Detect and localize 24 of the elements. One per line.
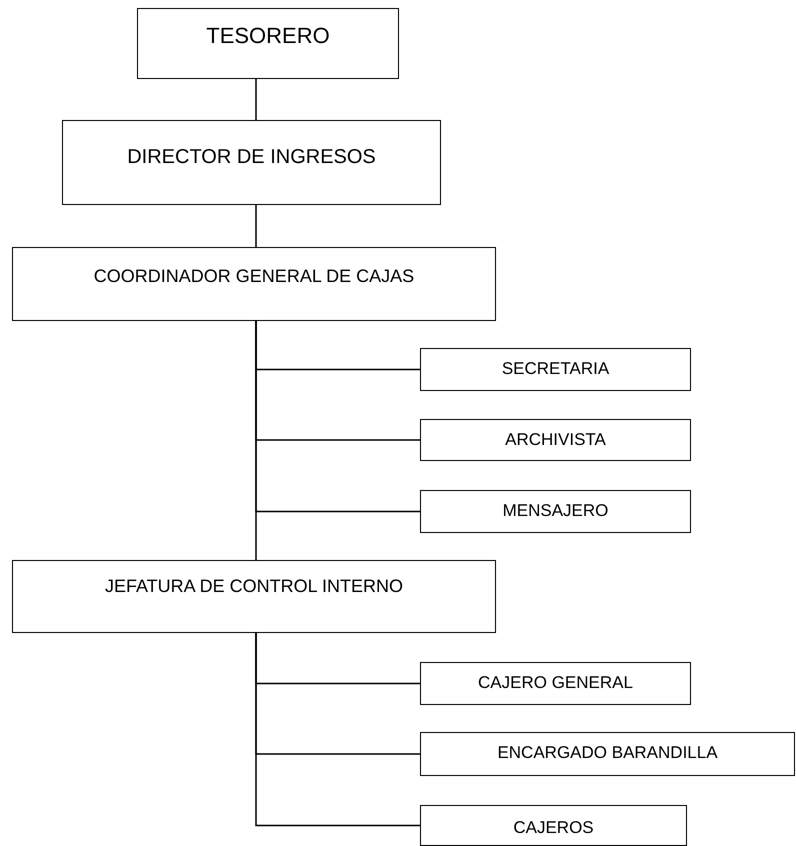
org-box bbox=[420, 805, 687, 846]
role-label: JEFATURA DE CONTROL INTERNO bbox=[104, 576, 404, 597]
org-box bbox=[12, 247, 496, 321]
role-label: MENSAJERO bbox=[502, 501, 610, 521]
org-box bbox=[137, 8, 399, 79]
role-label: ENCARGADO BARANDILLA bbox=[496, 743, 719, 763]
org-box bbox=[420, 419, 691, 461]
org-box bbox=[420, 348, 691, 391]
connector-line bbox=[255, 321, 257, 560]
org-box bbox=[420, 732, 795, 776]
org-box bbox=[62, 120, 441, 205]
connector-line bbox=[255, 205, 257, 247]
role-label: ARCHIVISTA bbox=[504, 430, 607, 450]
org-box bbox=[420, 662, 691, 705]
role-label: DIRECTOR DE INGRESOS bbox=[126, 146, 377, 169]
role-label: TESORERO bbox=[205, 23, 331, 49]
org-box bbox=[420, 490, 691, 533]
connector-line bbox=[255, 633, 420, 826]
role-label: SECRETARIA bbox=[500, 359, 610, 379]
role-label: CAJERO GENERAL bbox=[477, 673, 634, 693]
connector-line bbox=[255, 79, 257, 120]
role-label: COORDINADOR GENERAL DE CAJAS bbox=[92, 266, 416, 287]
role-label: CAJEROS bbox=[512, 818, 595, 838]
org-box bbox=[12, 560, 496, 633]
